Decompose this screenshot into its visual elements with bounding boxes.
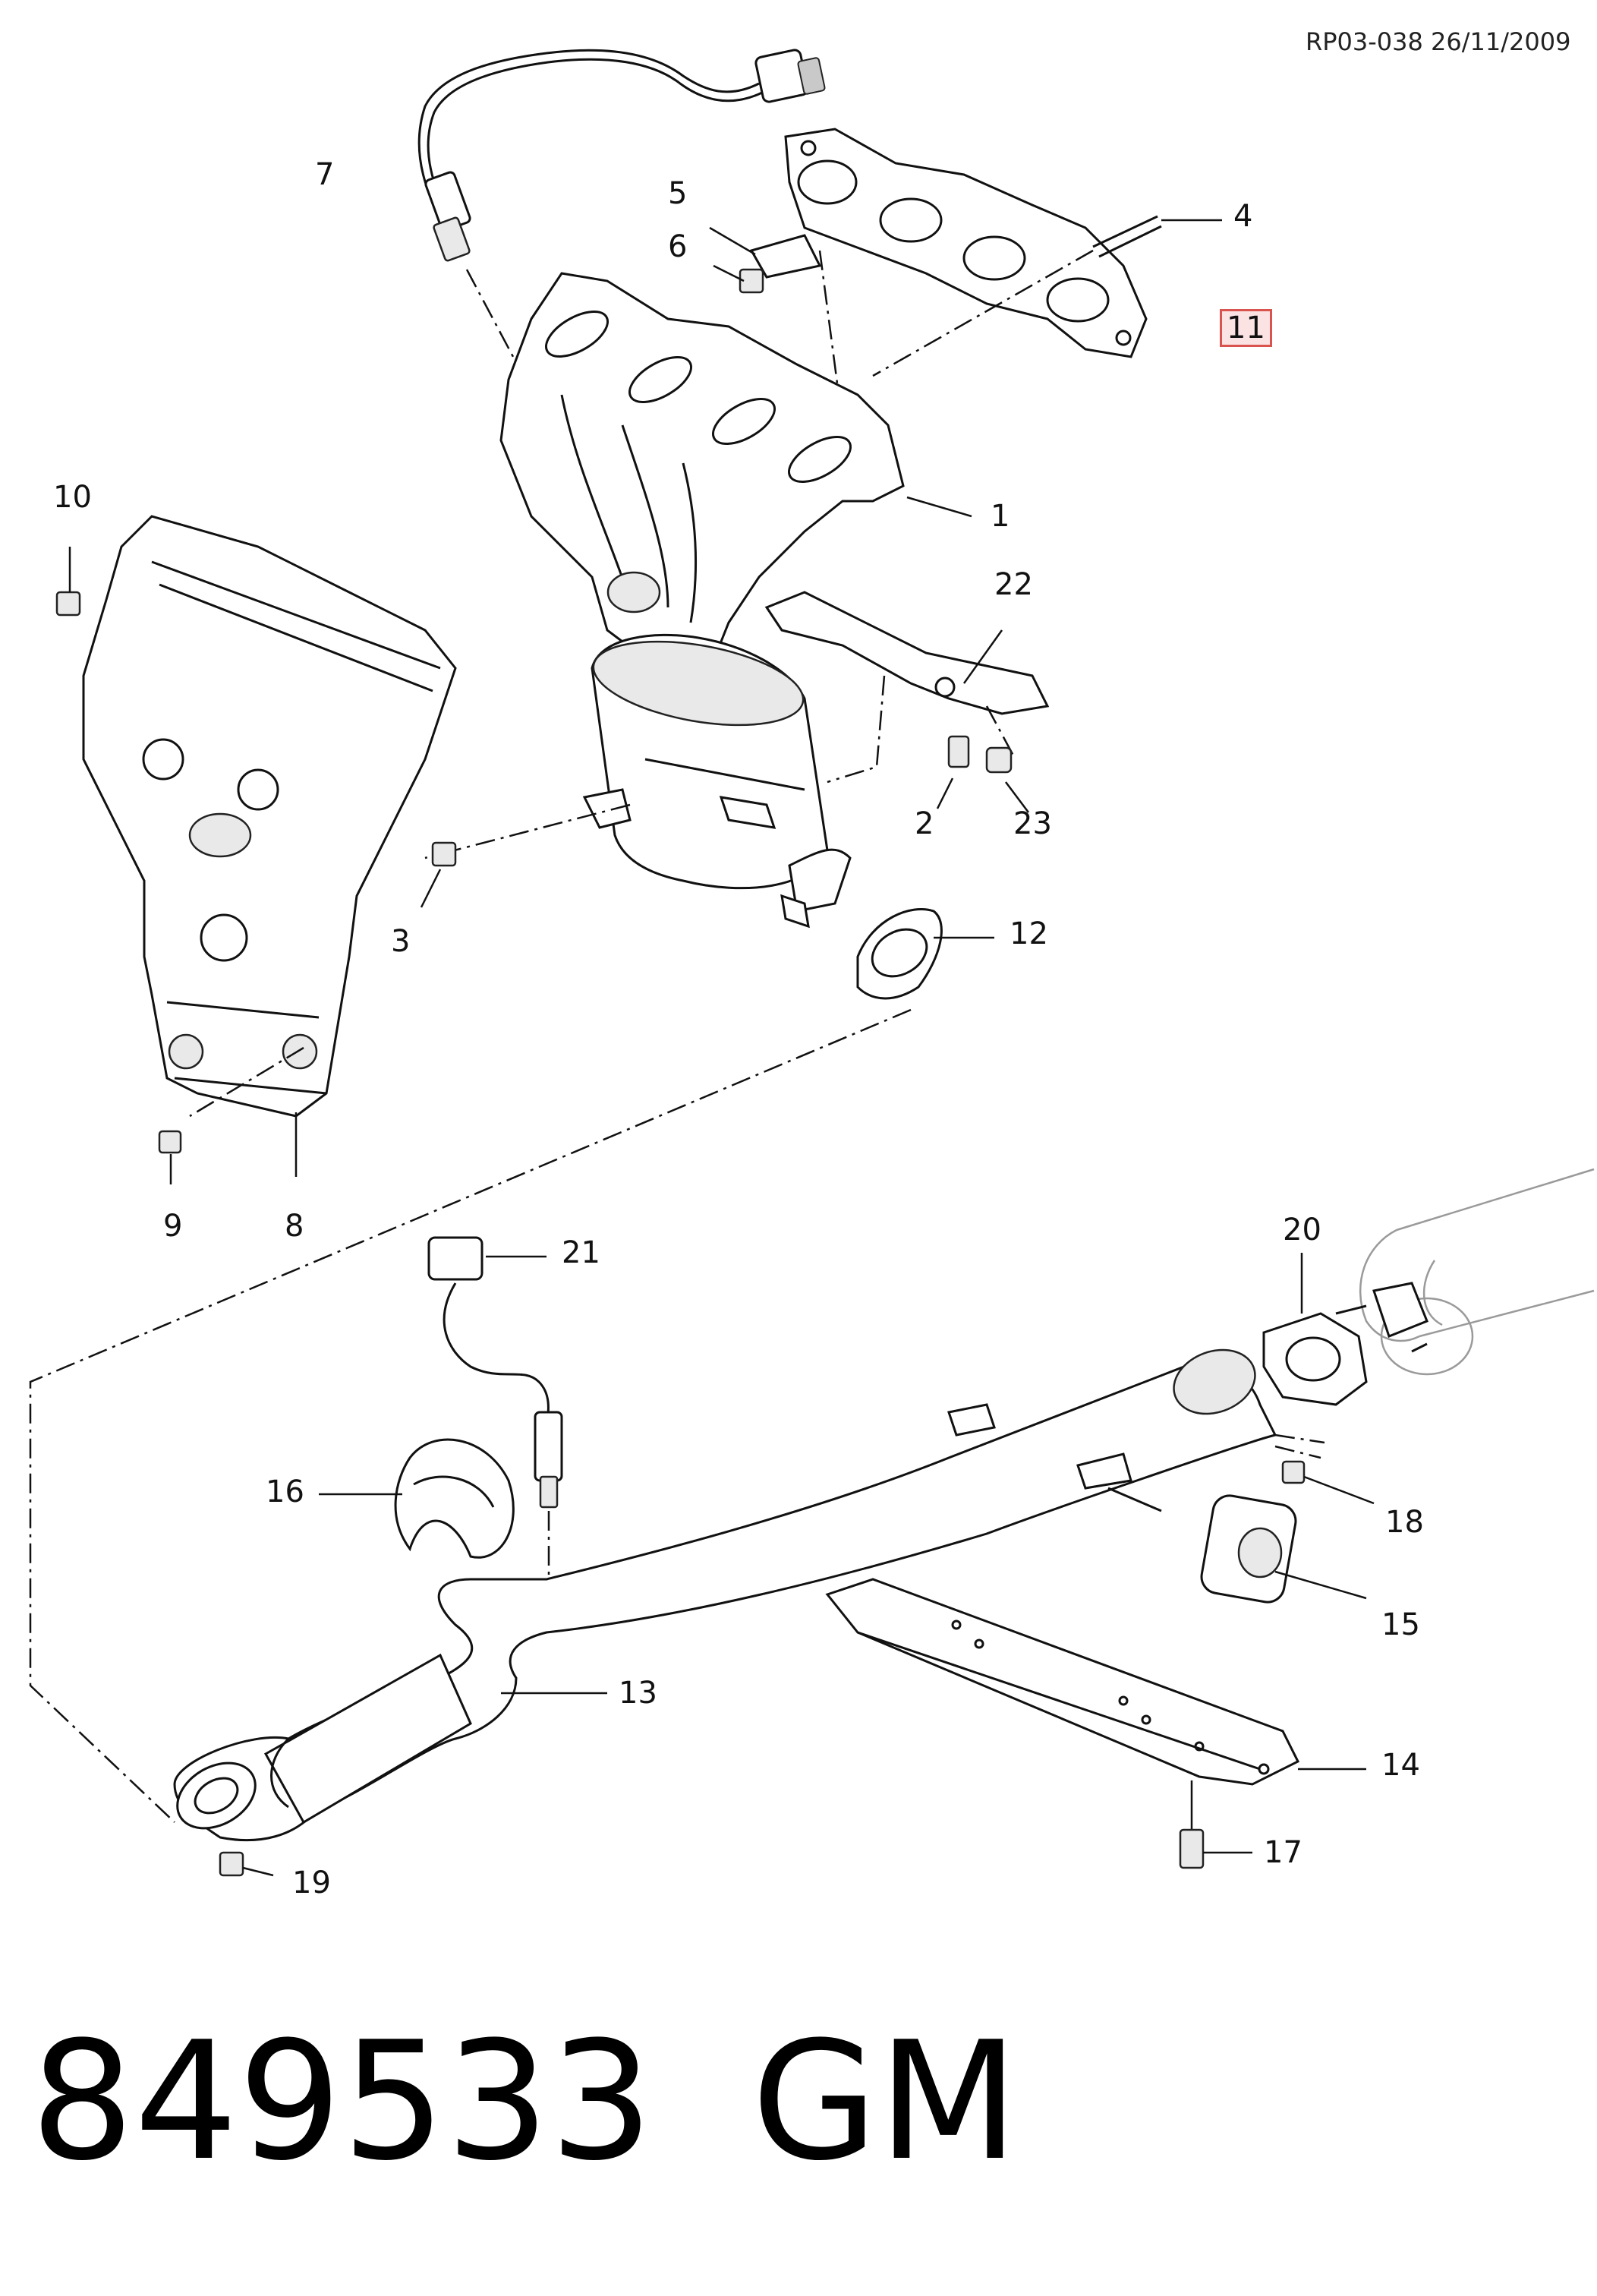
rear-flange-gasket bbox=[1262, 1253, 1368, 1406]
rear-muffler-reference bbox=[1335, 1168, 1595, 1376]
manifold-bracket-and-nut bbox=[709, 226, 840, 396]
callout-4: 4 bbox=[1233, 199, 1253, 234]
exhaust-manifold-catalytic-converter bbox=[424, 272, 972, 913]
bracket-bolts bbox=[936, 735, 1029, 813]
callout-7: 7 bbox=[315, 157, 335, 192]
callout-1: 1 bbox=[991, 499, 1010, 534]
callout-23: 23 bbox=[1013, 806, 1052, 841]
callout-3: 3 bbox=[391, 924, 411, 959]
callout-19: 19 bbox=[292, 1866, 331, 1900]
callout-14: 14 bbox=[1381, 1748, 1420, 1783]
callout-6: 6 bbox=[668, 229, 688, 264]
callout-16: 16 bbox=[266, 1474, 304, 1509]
flange-nut bbox=[219, 1851, 274, 1877]
callout-12: 12 bbox=[1010, 916, 1048, 951]
converter-flange-gasket bbox=[780, 894, 994, 1000]
rear-flange-nut bbox=[1274, 1445, 1375, 1505]
exhaust-hanger bbox=[319, 1438, 515, 1559]
heat-shield bbox=[55, 515, 457, 1177]
callout-8: 8 bbox=[285, 1209, 304, 1244]
callout-18: 18 bbox=[1385, 1505, 1424, 1540]
callout-10: 10 bbox=[53, 480, 92, 515]
callout-9: 9 bbox=[163, 1209, 183, 1244]
exhaust-cross-member bbox=[825, 1578, 1366, 1830]
callout-2: 2 bbox=[915, 806, 934, 841]
callout-20: 20 bbox=[1283, 1213, 1321, 1247]
heat-shield-bolts bbox=[158, 841, 457, 1184]
part-number: 849533 bbox=[30, 2006, 654, 2197]
cross-member-bolt bbox=[1179, 1828, 1252, 1869]
converter-support-bracket bbox=[764, 591, 1050, 784]
brand-label: GM bbox=[751, 2006, 1019, 2197]
rubber-insulator bbox=[1200, 1494, 1367, 1604]
callout-22: 22 bbox=[994, 567, 1033, 602]
manifold-gasket bbox=[784, 128, 1148, 358]
reference-stamp: RP03-038 26/11/2009 bbox=[1306, 27, 1571, 56]
callout-13: 13 bbox=[619, 1676, 657, 1711]
lower-oxygen-sensor bbox=[427, 1236, 569, 1611]
front-exhaust-pipe bbox=[173, 1348, 1325, 1842]
callout-17: 17 bbox=[1264, 1835, 1302, 1870]
manifold-stud bbox=[872, 215, 1222, 377]
callout-15: 15 bbox=[1381, 1607, 1420, 1642]
callout-5: 5 bbox=[668, 176, 688, 211]
callout-21: 21 bbox=[562, 1235, 600, 1270]
callout-11: 11 bbox=[1220, 309, 1272, 347]
